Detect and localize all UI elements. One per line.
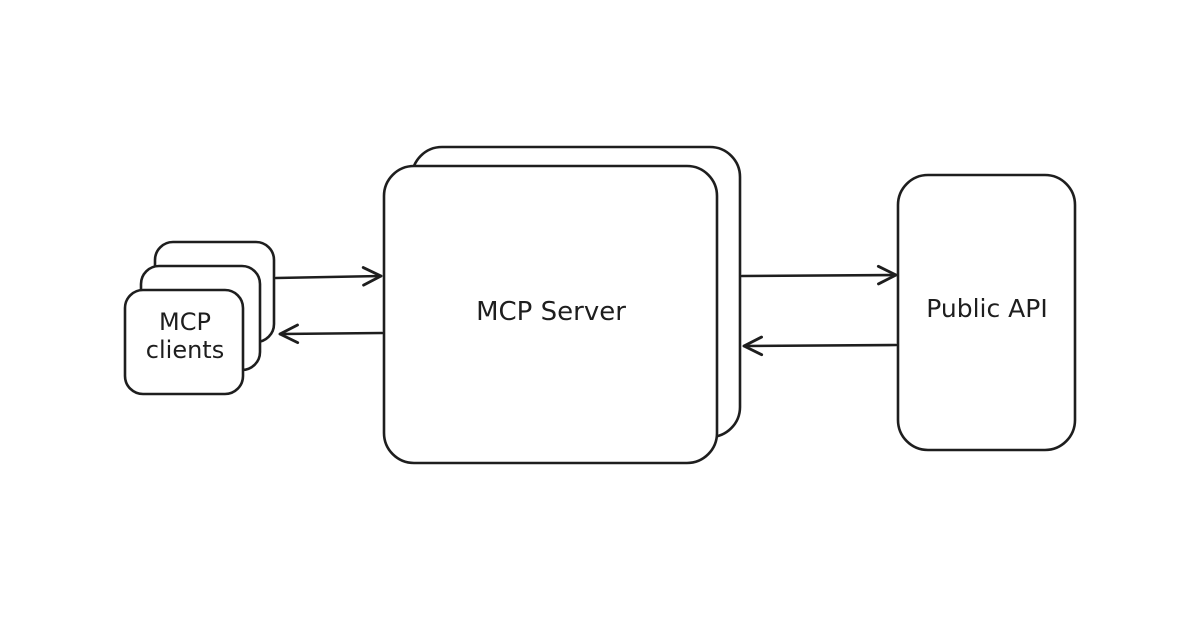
arrow-server-to-api [740,264,898,286]
mcp-server-stack [382,145,742,465]
mcp-clients-stack [123,240,276,396]
mcp-server-card-front [382,164,719,465]
arrow-server-to-clients [278,323,384,345]
arrow-clients-to-server [274,266,383,287]
public-api-label: Public API [926,294,1048,323]
arrow-api-to-server [742,335,898,357]
mcp-clients-label: MCP clients [145,308,225,365]
public-api-box [896,173,1077,452]
mcp-server-label: MCP Server [476,297,626,327]
mcp-clients-card-front [123,288,245,396]
